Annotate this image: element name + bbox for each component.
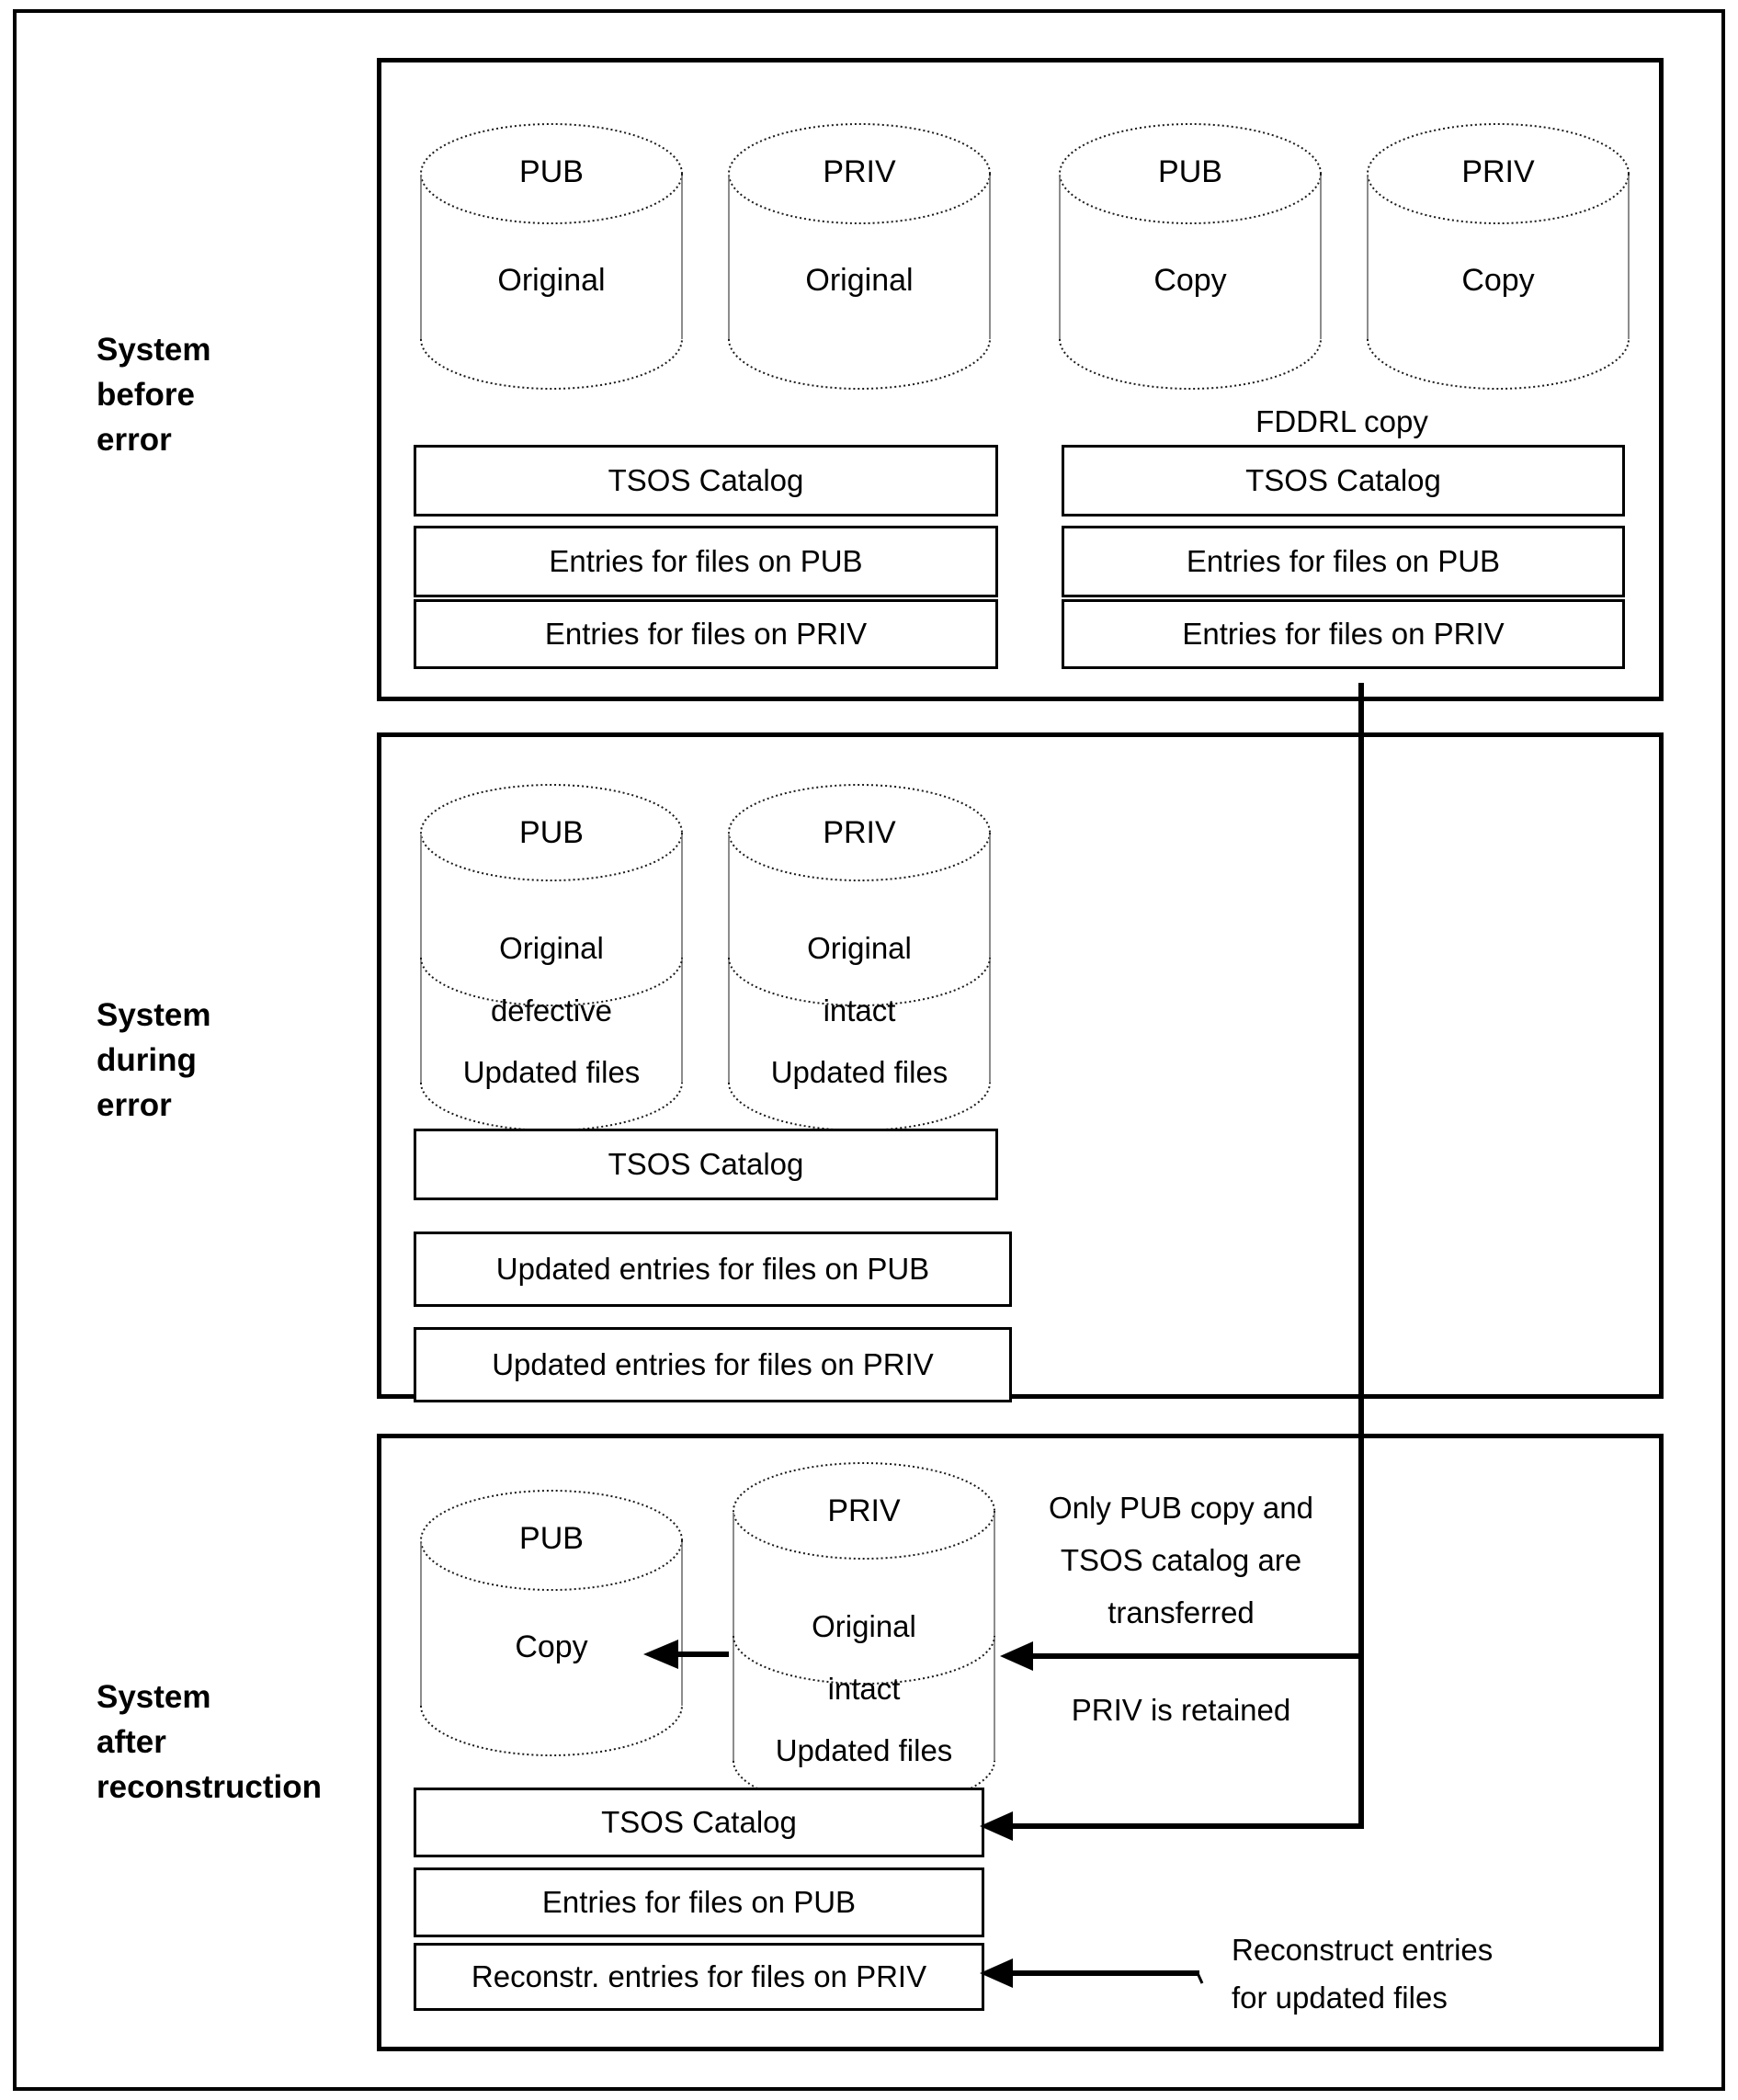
cylinder-title: PRIV bbox=[823, 154, 896, 189]
cylinder-content-label: intact bbox=[823, 993, 896, 1027]
catalog-box-tsos-copy: TSOS Catalog bbox=[1062, 445, 1625, 516]
note-line: TSOS catalog are bbox=[1060, 1543, 1302, 1577]
note-line: Only PUB copy and bbox=[1049, 1491, 1313, 1525]
cylinder-title: PUB bbox=[519, 154, 584, 189]
catalog-box-tsos-original: TSOS Catalog bbox=[414, 445, 998, 516]
cylinder-priv-original: PRIV Original bbox=[726, 122, 993, 391]
disk-cylinder-icon bbox=[728, 123, 991, 390]
cylinder-content-label: Original bbox=[497, 263, 606, 298]
cylinder-title: PRIV bbox=[823, 815, 896, 850]
cylinder-content-label: Copy bbox=[1153, 263, 1227, 298]
row-label-system-during-error: System during error bbox=[97, 993, 211, 1128]
row-label-line: System bbox=[97, 332, 211, 368]
row-label-line: error bbox=[97, 422, 172, 458]
catalog-box-entries-pub-copy: Entries for files on PUB bbox=[1062, 526, 1625, 597]
disk-cylinder-icon bbox=[1059, 123, 1322, 390]
row-label-line: System bbox=[97, 1679, 211, 1715]
row-label-line: after bbox=[97, 1724, 166, 1760]
diagram-outer-border bbox=[13, 9, 1725, 2091]
disk-cylinder-icon bbox=[420, 123, 683, 390]
cylinder-pub-original: PUB Original bbox=[418, 122, 685, 391]
catalog-box-reconstr-entries-priv: Reconstr. entries for files on PRIV bbox=[414, 1943, 984, 2011]
cylinder-priv-retained: PRIV Original intact Updated files bbox=[731, 1461, 997, 1811]
cylinder-title: PRIV bbox=[1461, 154, 1535, 189]
note-priv-retained: PRIV is retained bbox=[1071, 1693, 1291, 1727]
row-label-system-after-reconstruction: System after reconstruction bbox=[97, 1674, 322, 1810]
note-reconstruct: Reconstruct entries for updated files bbox=[1232, 1926, 1618, 2022]
catalog-box-entries-pub-after: Entries for files on PUB bbox=[414, 1867, 984, 1937]
row-label-line: during bbox=[97, 1042, 197, 1078]
cylinder-content-label: Original bbox=[812, 1609, 916, 1643]
catalog-box-updated-entries-priv: Updated entries for files on PRIV bbox=[414, 1327, 1012, 1402]
cylinder-content-label: Original bbox=[499, 931, 604, 965]
cylinder-content-label: Updated files bbox=[770, 1055, 949, 1089]
cylinder-content-label: Updated files bbox=[775, 1733, 953, 1767]
cylinder-content-label: Original bbox=[807, 931, 912, 965]
row-label-system-before-error: System before error bbox=[97, 327, 211, 462]
disk-cylinder-icon bbox=[420, 1490, 683, 1756]
row-label-line: before bbox=[97, 377, 195, 413]
cylinder-title: PUB bbox=[519, 815, 584, 850]
cylinder-content-label: defective bbox=[490, 993, 613, 1027]
catalog-box-updated-entries-pub: Updated entries for files on PUB bbox=[414, 1232, 1012, 1307]
cylinder-priv-copy: PRIV Copy bbox=[1365, 122, 1631, 391]
disk-cylinder-icon bbox=[1367, 123, 1630, 390]
catalog-box-tsos-during: TSOS Catalog bbox=[414, 1129, 998, 1200]
cylinder-priv-intact: PRIV Original intact Updated files bbox=[726, 783, 993, 1132]
fddrl-copy-label: FDDRL copy bbox=[1255, 404, 1428, 438]
cylinder-pub-defective: PUB Original defective Updated files bbox=[418, 783, 685, 1132]
catalog-box-entries-pub-original: Entries for files on PUB bbox=[414, 526, 998, 597]
row-label-line: System bbox=[97, 997, 211, 1033]
cylinder-content-label: intact bbox=[827, 1672, 901, 1706]
cylinder-title: PUB bbox=[1158, 154, 1222, 189]
cylinder-content-label: Updated files bbox=[462, 1055, 641, 1089]
cylinder-title: PRIV bbox=[827, 1493, 901, 1528]
catalog-box-tsos-after: TSOS Catalog bbox=[414, 1788, 984, 1857]
cylinder-pub-copy: PUB Copy bbox=[1057, 122, 1323, 391]
note-line: Reconstruct entries bbox=[1232, 1933, 1494, 1967]
cylinder-pub-reconstructed-copy: PUB Copy bbox=[418, 1489, 685, 1757]
catalog-box-entries-priv-copy: Entries for files on PRIV bbox=[1062, 599, 1625, 669]
note-line: transferred bbox=[1108, 1595, 1255, 1629]
cylinder-content-label: Copy bbox=[1461, 263, 1535, 298]
catalog-box-entries-priv-original: Entries for files on PRIV bbox=[414, 599, 998, 669]
note-line: for updated files bbox=[1232, 1981, 1448, 2015]
note-transfer: Only PUB copy and TSOS catalog are trans… bbox=[1006, 1481, 1356, 1639]
row-label-line: reconstruction bbox=[97, 1769, 323, 1805]
cylinder-content-label: Original bbox=[805, 263, 914, 298]
cylinder-title: PUB bbox=[519, 1521, 584, 1556]
row-label-line: error bbox=[97, 1087, 172, 1123]
cylinder-content-label: Copy bbox=[515, 1629, 588, 1664]
